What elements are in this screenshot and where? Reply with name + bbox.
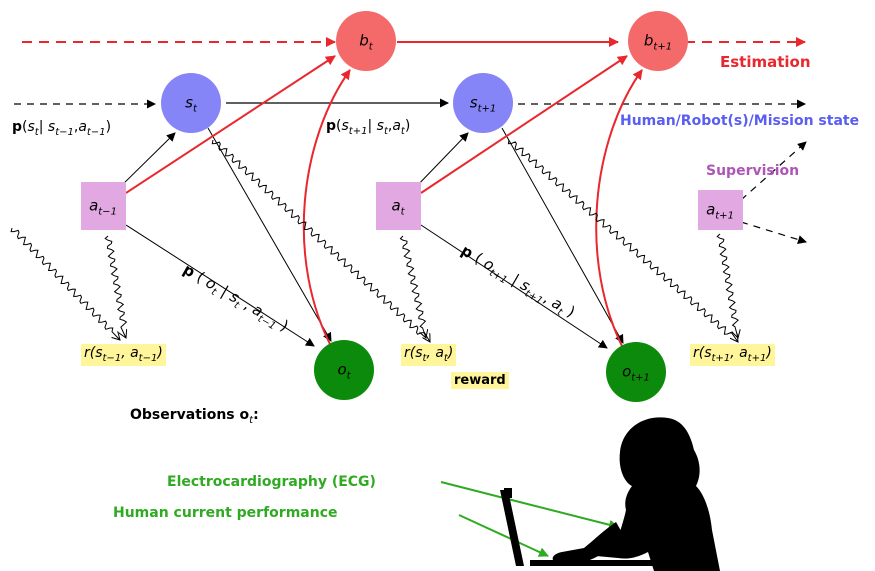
node-a-t — [376, 182, 421, 230]
squiggle-arrow — [10, 227, 120, 340]
label-b-t: bt — [359, 31, 373, 53]
label-s-t: st — [185, 93, 197, 115]
reward-label: reward — [451, 372, 509, 389]
causal-arrows — [116, 127, 807, 349]
sensor-arrows — [440, 481, 619, 557]
reward-2: r(st, at) — [401, 344, 457, 366]
transition-label-2: p(st+1| st,at) — [326, 118, 411, 137]
node-o-t — [314, 340, 374, 400]
state-line — [14, 98, 806, 109]
transition-label-1: p(st| st−1,at−1) — [12, 119, 112, 138]
squiggle-arrow — [211, 139, 430, 342]
node-s-t — [161, 73, 221, 133]
label-a-tm1: at−1 — [89, 196, 117, 218]
squiggle-arrow — [399, 235, 426, 338]
node-a-tm1 — [81, 182, 126, 230]
estimation-label: Estimation — [720, 53, 811, 71]
label-a-t1: at+1 — [706, 200, 734, 222]
belief-arrows — [125, 55, 643, 353]
squiggle-arrow — [507, 139, 738, 342]
label-o-t1: ot+1 — [622, 362, 650, 384]
reward-1: r(st−1, at−1) — [81, 344, 166, 366]
label-s-t1: st+1 — [469, 93, 497, 115]
ecg-label: Electrocardiography (ECG) — [167, 474, 376, 490]
squiggle-arrow — [716, 233, 738, 338]
label-a-t: at — [391, 196, 405, 218]
supervision-label: Supervision — [706, 163, 800, 179]
reward-3: r(st+1, at+1) — [690, 344, 775, 366]
squiggle-arrow — [104, 235, 128, 338]
node-b-t — [336, 11, 396, 71]
performance-label: Human current performance — [113, 505, 338, 521]
node-b-t1 — [628, 11, 688, 71]
label-b-t1: bt+1 — [643, 31, 673, 53]
node-a-t1 — [698, 190, 743, 230]
node-o-t1 — [606, 342, 666, 402]
reward-squiggles — [10, 139, 738, 342]
node-s-t1 — [453, 73, 513, 133]
observations-heading: Observations ot: — [130, 407, 259, 426]
human-silhouette-icon — [500, 417, 720, 571]
state-label: Human/Robot(s)/Mission state — [620, 113, 860, 129]
label-o-t: ot — [337, 360, 351, 382]
